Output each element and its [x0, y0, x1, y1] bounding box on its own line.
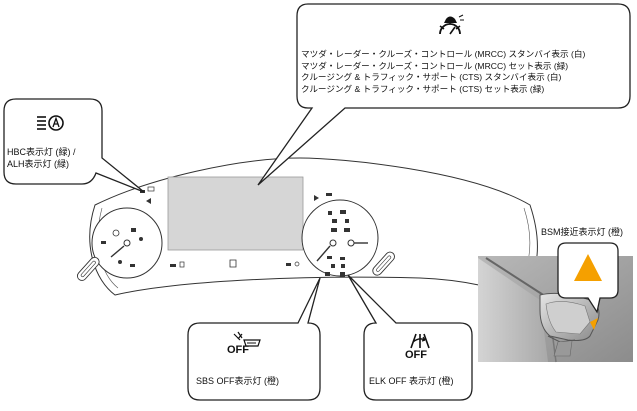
hbc-label-line1: HBC表示灯 (緑) /: [7, 146, 76, 158]
bsm-label: BSM接近表示灯 (橙): [541, 227, 623, 239]
gauge-lower-icon: [341, 264, 345, 268]
seatbelt-icon: [101, 241, 106, 244]
lower-indicator-icon: [286, 263, 291, 266]
gauge-lower-icon: [331, 264, 335, 268]
cts-set-label: クルージング & トラフィック・サポート (CTS) セット表示 (緑): [301, 84, 585, 96]
mrcc-indicator-icon: [326, 193, 332, 196]
lower-indicator-icon: [170, 264, 176, 267]
sbs-off-label: SBS OFF表示灯 (橙): [196, 376, 279, 388]
elk-off-label: ELK OFF 表示灯 (橙): [369, 376, 454, 388]
alh-label-line2: ALH表示灯 (緑): [7, 158, 76, 170]
light-icon: [130, 264, 135, 267]
elk-off-small-icon: [340, 272, 345, 277]
sbs-off-small-icon: [325, 272, 330, 276]
oil-icon: [340, 210, 346, 214]
instrument-cluster: [76, 158, 538, 296]
temperature-icon: [131, 228, 136, 232]
tpms-icon: [331, 228, 337, 232]
elk-icon-text: OFF: [405, 349, 427, 361]
right-gauge: [302, 200, 378, 277]
center-display: [168, 177, 303, 250]
mrcc-label-list: マツダ・レーダー・クルーズ・コントロール (MRCC) スタンバイ表示 (白) …: [301, 49, 585, 95]
cts-standby-label: クルージング & トラフィック・サポート (CTS) スタンバイ表示 (白): [301, 72, 585, 84]
abs-icon: [118, 260, 122, 264]
mrcc-set-label: マツダ・レーダー・クルーズ・コントロール (MRCC) セット表示 (緑): [301, 61, 585, 73]
door-icon: [345, 219, 349, 223]
left-gauge: [92, 208, 162, 278]
sbs-icon-text: OFF: [227, 344, 249, 356]
parking-brake-icon: [139, 237, 143, 241]
gauge-lower-icon: [340, 257, 345, 260]
hbc-label: HBC表示灯 (緑) / ALH表示灯 (緑): [7, 146, 76, 170]
engine-icon: [328, 211, 332, 215]
gauge-lower-icon: [327, 256, 332, 259]
battery-icon: [332, 219, 337, 223]
mrcc-standby-label: マツダ・レーダー・クルーズ・コントロール (MRCC) スタンバイ表示 (白): [301, 49, 585, 61]
airbag-icon: [344, 228, 350, 232]
bsm-mirror-illustration: [478, 243, 633, 362]
